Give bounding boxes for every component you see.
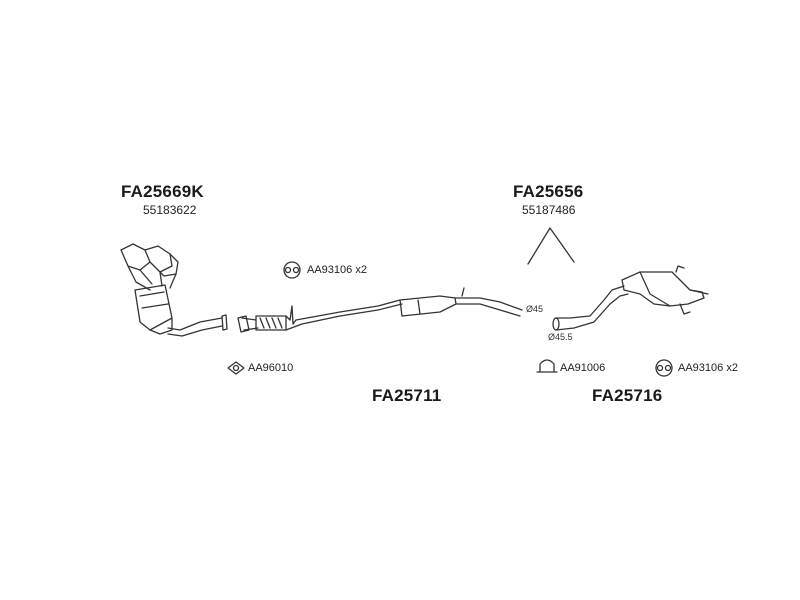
accessory-label-gasket: AA96010 (248, 362, 294, 374)
accessory-label-hanger-1: AA93106 x2 (307, 264, 367, 276)
part-code-fa25656: FA25656 (513, 182, 584, 201)
front-pipe-middle-silencer-part (237, 287, 523, 333)
diameter-label-45: Ø45 (526, 304, 544, 314)
manifold-catalyst-part (120, 243, 228, 337)
fa25656-pointer-lines (527, 227, 575, 265)
oem-number-55187486: 55187486 (522, 203, 576, 217)
oem-number-55183622: 55183622 (143, 203, 197, 217)
gasket-icon (227, 361, 245, 375)
part-code-fa25711: FA25711 (372, 386, 442, 405)
accessory-label-hanger-2: AA93106 x2 (678, 362, 738, 374)
part-code-fa25669k: FA25669K (121, 182, 204, 201)
part-code-fa25716: FA25716 (592, 386, 663, 405)
diameter-label-45-5: Ø45.5 (548, 332, 573, 342)
accessory-label-clamp: AA91006 (560, 362, 606, 374)
clamp-icon (536, 359, 558, 373)
hanger-icon (283, 261, 301, 279)
rear-silencer-part (552, 265, 709, 331)
hanger-icon (655, 359, 673, 377)
